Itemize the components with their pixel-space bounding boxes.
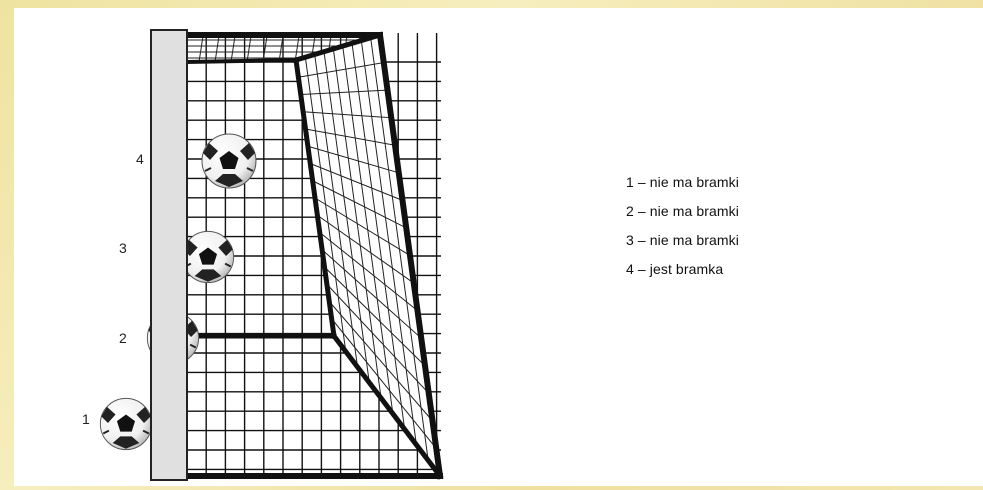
ball-3 — [182, 231, 233, 282]
ball-label-2: 2 — [119, 331, 127, 345]
ball-label-4: 4 — [136, 152, 144, 166]
ball-label-3: 3 — [119, 241, 127, 255]
roof-front-edge — [187, 60, 296, 62]
legend-item-1: 1 – nie ma bramki — [626, 174, 739, 203]
goal-post — [151, 30, 187, 480]
legend-item-4: 4 – jest bramka — [626, 261, 739, 290]
ball-label-1: 1 — [82, 412, 90, 426]
ball-1 — [100, 398, 151, 449]
legend: 1 – nie ma bramki 2 – nie ma bramki 3 – … — [626, 174, 739, 290]
legend-item-3: 3 – nie ma bramki — [626, 232, 739, 261]
legend-item-2: 2 – nie ma bramki — [626, 203, 739, 232]
ball-4 — [202, 134, 256, 188]
